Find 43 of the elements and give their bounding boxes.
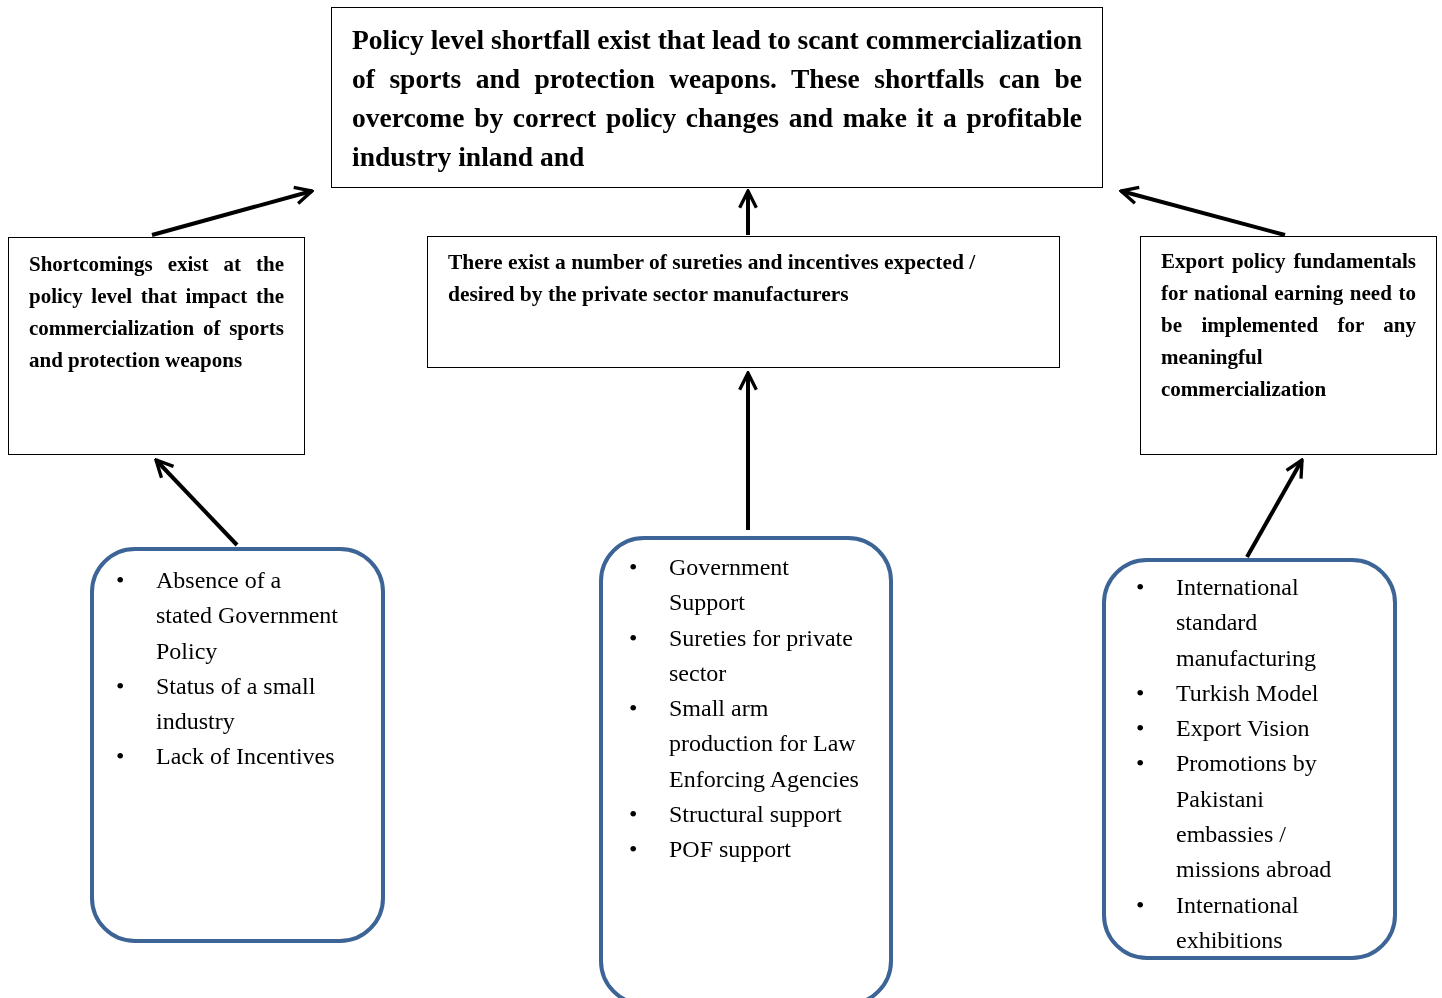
list-item-text: Export Vision: [1176, 714, 1310, 744]
bullet: •: [116, 742, 125, 772]
bullet: •: [1136, 714, 1145, 744]
box-text: Export policy fundamentals for national earning need to be implemented for any meaningful commercialization: [1161, 248, 1416, 403]
bullet: •: [629, 553, 638, 582]
list-item-text: Status of a small industry: [156, 671, 317, 737]
box-text: Shortcomings exist at the policy level that impact the commercialization of sports and protection weapons: [29, 251, 284, 374]
arrow: [154, 458, 239, 547]
arrow: [738, 189, 758, 235]
text-box: [1140, 236, 1437, 455]
rounded-list-box: [90, 547, 385, 943]
list-item-text: Government Support: [669, 553, 790, 618]
bullet: •: [116, 671, 125, 701]
arrow: [151, 185, 314, 237]
box-text: Policy level shortfall exist that lead to scant commercialization of sports and protection weapons. These shortfalls can be overcome by correct policy changes and make it a profitable industry inland and: [352, 23, 1082, 174]
list-item-text: Absence of a stated Government Policy: [156, 566, 339, 666]
list-item-text: Small arm production for Law Enforcing Agencies: [669, 694, 860, 794]
bullet: •: [116, 566, 125, 595]
arrow: [738, 371, 758, 530]
list-item-text: Structural support: [669, 800, 842, 830]
bullet: •: [1136, 573, 1145, 602]
text-box: [8, 237, 305, 455]
bullet: •: [629, 835, 638, 865]
arrow: [1119, 185, 1286, 237]
list-item-text: POF support: [669, 835, 792, 865]
bullet: •: [1136, 890, 1145, 920]
box-text: There exist a number of sureties and incentives expected / desired by the private sector manufacturers: [448, 249, 977, 308]
list-item-text: International exhibitions: [1176, 890, 1300, 955]
list-item-text: Sureties for private sector: [669, 623, 854, 688]
list-item-text: Turkish Model: [1176, 678, 1319, 708]
bullet: •: [629, 694, 638, 724]
arrow: [1245, 458, 1304, 558]
bullet: •: [629, 800, 638, 830]
rounded-list-box: [1102, 558, 1397, 960]
text-box: [331, 7, 1103, 188]
bullet: •: [1136, 678, 1145, 708]
rounded-list-box: [599, 536, 893, 998]
list-item-text: Lack of Incentives: [156, 742, 335, 772]
bullet: •: [629, 623, 638, 653]
list-item-text: International standard manufacturing: [1176, 573, 1317, 673]
list-item-text: Promotions by Pakistani embassies / missions abroad: [1176, 749, 1333, 885]
text-box: [427, 236, 1060, 368]
bullet: •: [1136, 749, 1145, 779]
